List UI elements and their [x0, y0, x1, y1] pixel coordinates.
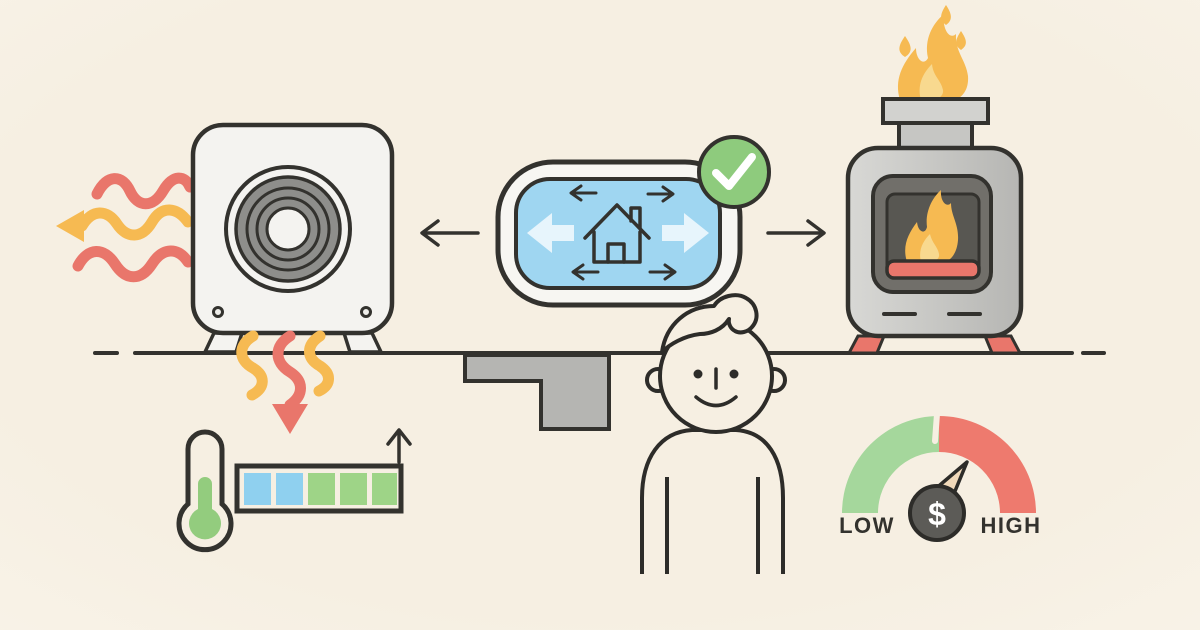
house-icon — [583, 203, 651, 264]
airflow-arrow-left — [527, 213, 574, 253]
flame-drop-right — [956, 31, 966, 50]
small-arrow-top-left — [569, 184, 598, 202]
small-arrow-bottom-right — [648, 263, 677, 281]
bar-segment-1 — [244, 473, 271, 505]
panel-screen — [514, 177, 722, 290]
screw-right-icon — [360, 306, 372, 318]
person-smile — [694, 395, 738, 408]
flame-drop-left — [899, 36, 911, 57]
dollar-icon: $ — [928, 496, 946, 532]
gauge-high-label: HIGH — [981, 513, 1042, 538]
bar-segment-5 — [372, 473, 397, 505]
wood-stove — [845, 5, 1024, 355]
heat-pump-unit — [190, 122, 395, 354]
heat-pump-foot-left — [202, 331, 245, 354]
flame-window-icon — [905, 190, 959, 262]
heat-wave-down-right — [304, 330, 334, 397]
person-eye-left — [693, 369, 703, 379]
ember-bar — [885, 259, 981, 280]
heat-wave-left-top — [91, 172, 196, 210]
flow-arrow-right — [766, 219, 826, 247]
person-eye-right — [729, 369, 739, 379]
flame-drop-top — [941, 5, 951, 25]
bar-segment-4 — [340, 473, 367, 505]
chimney-cap — [881, 97, 990, 125]
stove-leg-right — [982, 334, 1023, 355]
heat-wave-down-left — [236, 330, 268, 401]
heat-pump-foot-right — [341, 331, 384, 354]
airflow-panel — [495, 159, 743, 308]
gauge-arc-green — [842, 416, 939, 513]
heat-wave-down-mid — [272, 330, 306, 411]
person-hair — [660, 293, 759, 354]
gauge-notch — [932, 411, 940, 444]
gauge-arc-red — [939, 416, 1036, 513]
efficiency-bar — [234, 463, 404, 514]
up-arrow-icon — [386, 428, 412, 464]
heat-wave-left-mid — [76, 204, 194, 241]
person-torso — [640, 428, 785, 574]
heat-wave-left-bottom — [72, 245, 194, 283]
cost-gauge: $ LOW HIGH — [839, 411, 1042, 542]
checkmark-badge — [697, 135, 771, 209]
small-arrow-bottom-left — [571, 263, 600, 281]
airflow-arrow-right — [662, 213, 709, 253]
fan-icon — [224, 165, 352, 293]
bar-segment-3 — [308, 473, 335, 505]
step-block — [463, 353, 611, 431]
gauge-low-label: LOW — [839, 513, 895, 538]
heat-arrow-left-head — [56, 210, 84, 242]
check-icon — [712, 153, 756, 190]
thermometer-icon — [176, 429, 234, 553]
flame-top-icon — [897, 5, 969, 100]
screw-left-icon — [212, 306, 224, 318]
gauge-hub — [908, 484, 966, 542]
stove-leg-left — [846, 334, 887, 355]
thermometer-mercury — [189, 477, 221, 540]
small-arrow-top-right — [646, 185, 675, 203]
flow-arrow-left — [420, 219, 480, 247]
bar-segment-2 — [276, 473, 303, 505]
person-figure — [640, 293, 787, 574]
down-arrow-head — [272, 404, 308, 434]
